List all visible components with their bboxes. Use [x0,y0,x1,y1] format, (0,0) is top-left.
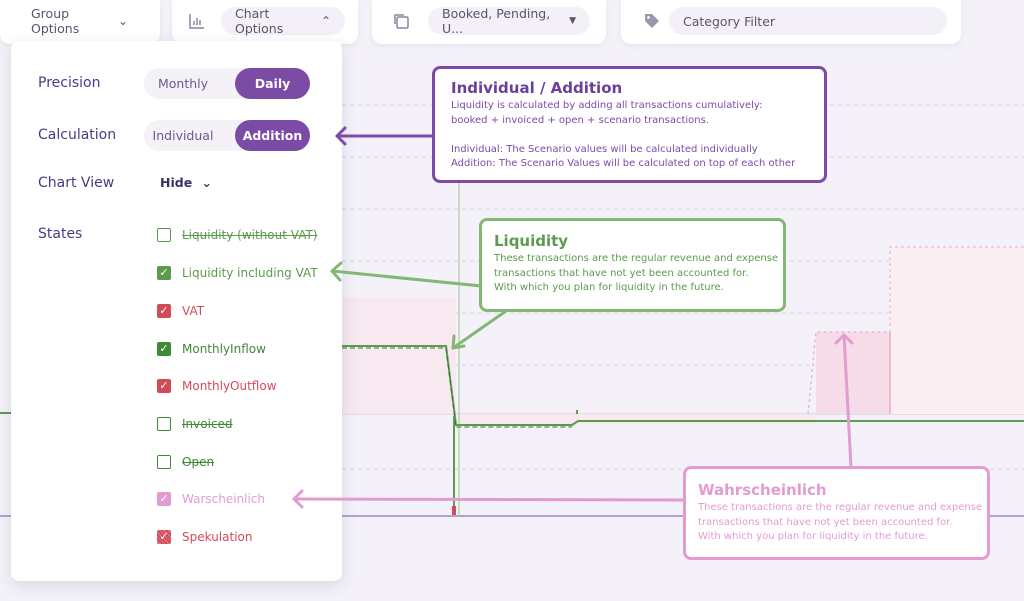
callout-line: booked + invoiced + open + scenario tran… [451,114,710,126]
category-filter-input[interactable]: Category Filter [669,7,947,35]
callout-title: Individual / Addition [451,79,623,97]
state-label: Warscheinlich [182,492,266,506]
chevron-down-icon: ⌄ [201,175,213,190]
state-label: MonthlyOutflow [182,379,277,393]
callout-title: Wahrscheinlich [698,481,827,499]
checkbox-unchecked-icon[interactable] [157,417,171,431]
chevron-down-icon: ⌄ [117,14,128,28]
checkbox-unchecked-icon[interactable] [157,455,171,469]
state-vat[interactable]: ✓ VAT [157,301,204,321]
caret-down-icon: ▼ [569,16,576,26]
callout-line: Liquidity is calculated by adding all tr… [451,100,763,111]
state-monthly-outflow[interactable]: ✓ MonthlyOutflow [157,376,277,396]
chart-view-value: Hide [160,175,193,190]
callout-line [451,128,824,143]
callout-liquidity: Liquidity These transactions are the reg… [479,218,786,312]
state-label: Liquidity including VAT [182,266,318,280]
callout-line: With which you plan for liquidity in the… [698,531,928,542]
group-options-label: Group Options [31,6,80,36]
checkbox-checked-icon[interactable]: ✓ [157,304,171,318]
precision-toggle: Monthly Daily [144,68,310,99]
states-label: States [38,226,83,242]
calculation-individual-option[interactable]: Individual [152,128,214,143]
tag-icon [645,14,659,28]
liquidity-line [342,345,1024,426]
checkbox-checked-icon[interactable]: ✓ [157,379,171,393]
chart-view-hide-button[interactable]: Hide ⌄ [160,175,212,190]
status-filter-select[interactable]: Booked, Pending, U... ▼ [428,6,590,36]
checkbox-checked-icon[interactable]: ✓ [157,342,171,356]
state-liquidity-without-vat[interactable]: Liquidity (without VAT) [157,225,318,245]
area-pink-mid [456,414,816,424]
state-label: Open [182,455,215,469]
state-label: Invoiced [182,417,233,431]
precision-monthly-option[interactable]: Monthly [157,76,209,91]
area-wahrscheinlich [816,332,890,414]
callout-title: Liquidity [494,232,569,250]
state-monthly-inflow[interactable]: ✓ MonthlyInflow [157,339,266,359]
checkbox-unchecked-icon[interactable] [157,228,171,242]
liquidity-dashed [342,347,572,428]
callout-line: transactions that have not yet been acco… [698,516,953,528]
state-open[interactable]: Open [157,452,214,472]
chart-options-panel: Precision Monthly Daily Calculation Indi… [11,41,342,581]
state-label: VAT [182,304,205,318]
precision-daily-option[interactable]: Daily [235,68,310,99]
state-warscheinlich[interactable]: ✓ Warscheinlich [157,489,265,509]
bar-chart-icon [189,14,204,29]
callout-line: transactions that have not yet been acco… [494,267,749,279]
state-label: MonthlyInflow [182,342,266,356]
checkbox-checked-icon[interactable]: ✓ [157,530,171,544]
spekulation-outline [889,246,1024,332]
category-filter-card: Category Filter [621,0,961,44]
chart-options-label: Chart Options [235,6,284,36]
state-liquidity-including-vat[interactable]: ✓ Liquidity including VAT [157,263,318,283]
calculation-label: Calculation [38,127,117,143]
copy-icon [394,14,409,29]
state-invoiced[interactable]: Invoiced [157,414,233,434]
outflow-bar [452,506,456,515]
chart-view-label: Chart View [38,175,115,191]
chevron-up-icon: ⌃ [320,14,331,28]
callout-line: With which you plan for liquidity in the… [494,282,724,293]
callout-wahrscheinlich: Wahrscheinlich These transactions are th… [683,466,990,560]
group-options-button[interactable]: Group Options ⌄ [14,6,142,36]
calculation-toggle: Individual Addition [144,120,310,151]
category-filter-label: Category Filter [683,13,776,29]
callout-line: These transactions are the regular reven… [494,253,779,264]
callout-individual-addition: Individual / Addition Liquidity is calcu… [432,66,827,183]
calculation-addition-option[interactable]: Addition [235,120,310,151]
chart-options-card: Chart Options ⌃ [172,0,358,44]
precision-label: Precision [38,75,101,91]
callout-line: Individual: The Scenario values will be … [451,143,758,155]
callout-line: These transactions are the regular reven… [698,502,983,513]
status-filter-card: Booked, Pending, U... ▼ [372,0,606,44]
chart-options-button[interactable]: Chart Options ⌃ [221,6,345,36]
checkbox-checked-icon[interactable]: ✓ [157,492,171,506]
callout-line: Addition: The Scenario Values will be ca… [451,158,796,169]
state-label: Spekulation [182,530,253,544]
area-spekulation [890,247,1024,414]
state-spekulation[interactable]: ✓ Spekulation [157,527,252,547]
checkbox-checked-icon[interactable]: ✓ [157,266,171,280]
status-filter-value: Booked, Pending, U... [442,6,551,36]
group-options-card: Group Options ⌄ [0,0,160,44]
state-label: Liquidity (without VAT) [182,228,318,242]
area-pink-back [342,297,456,414]
